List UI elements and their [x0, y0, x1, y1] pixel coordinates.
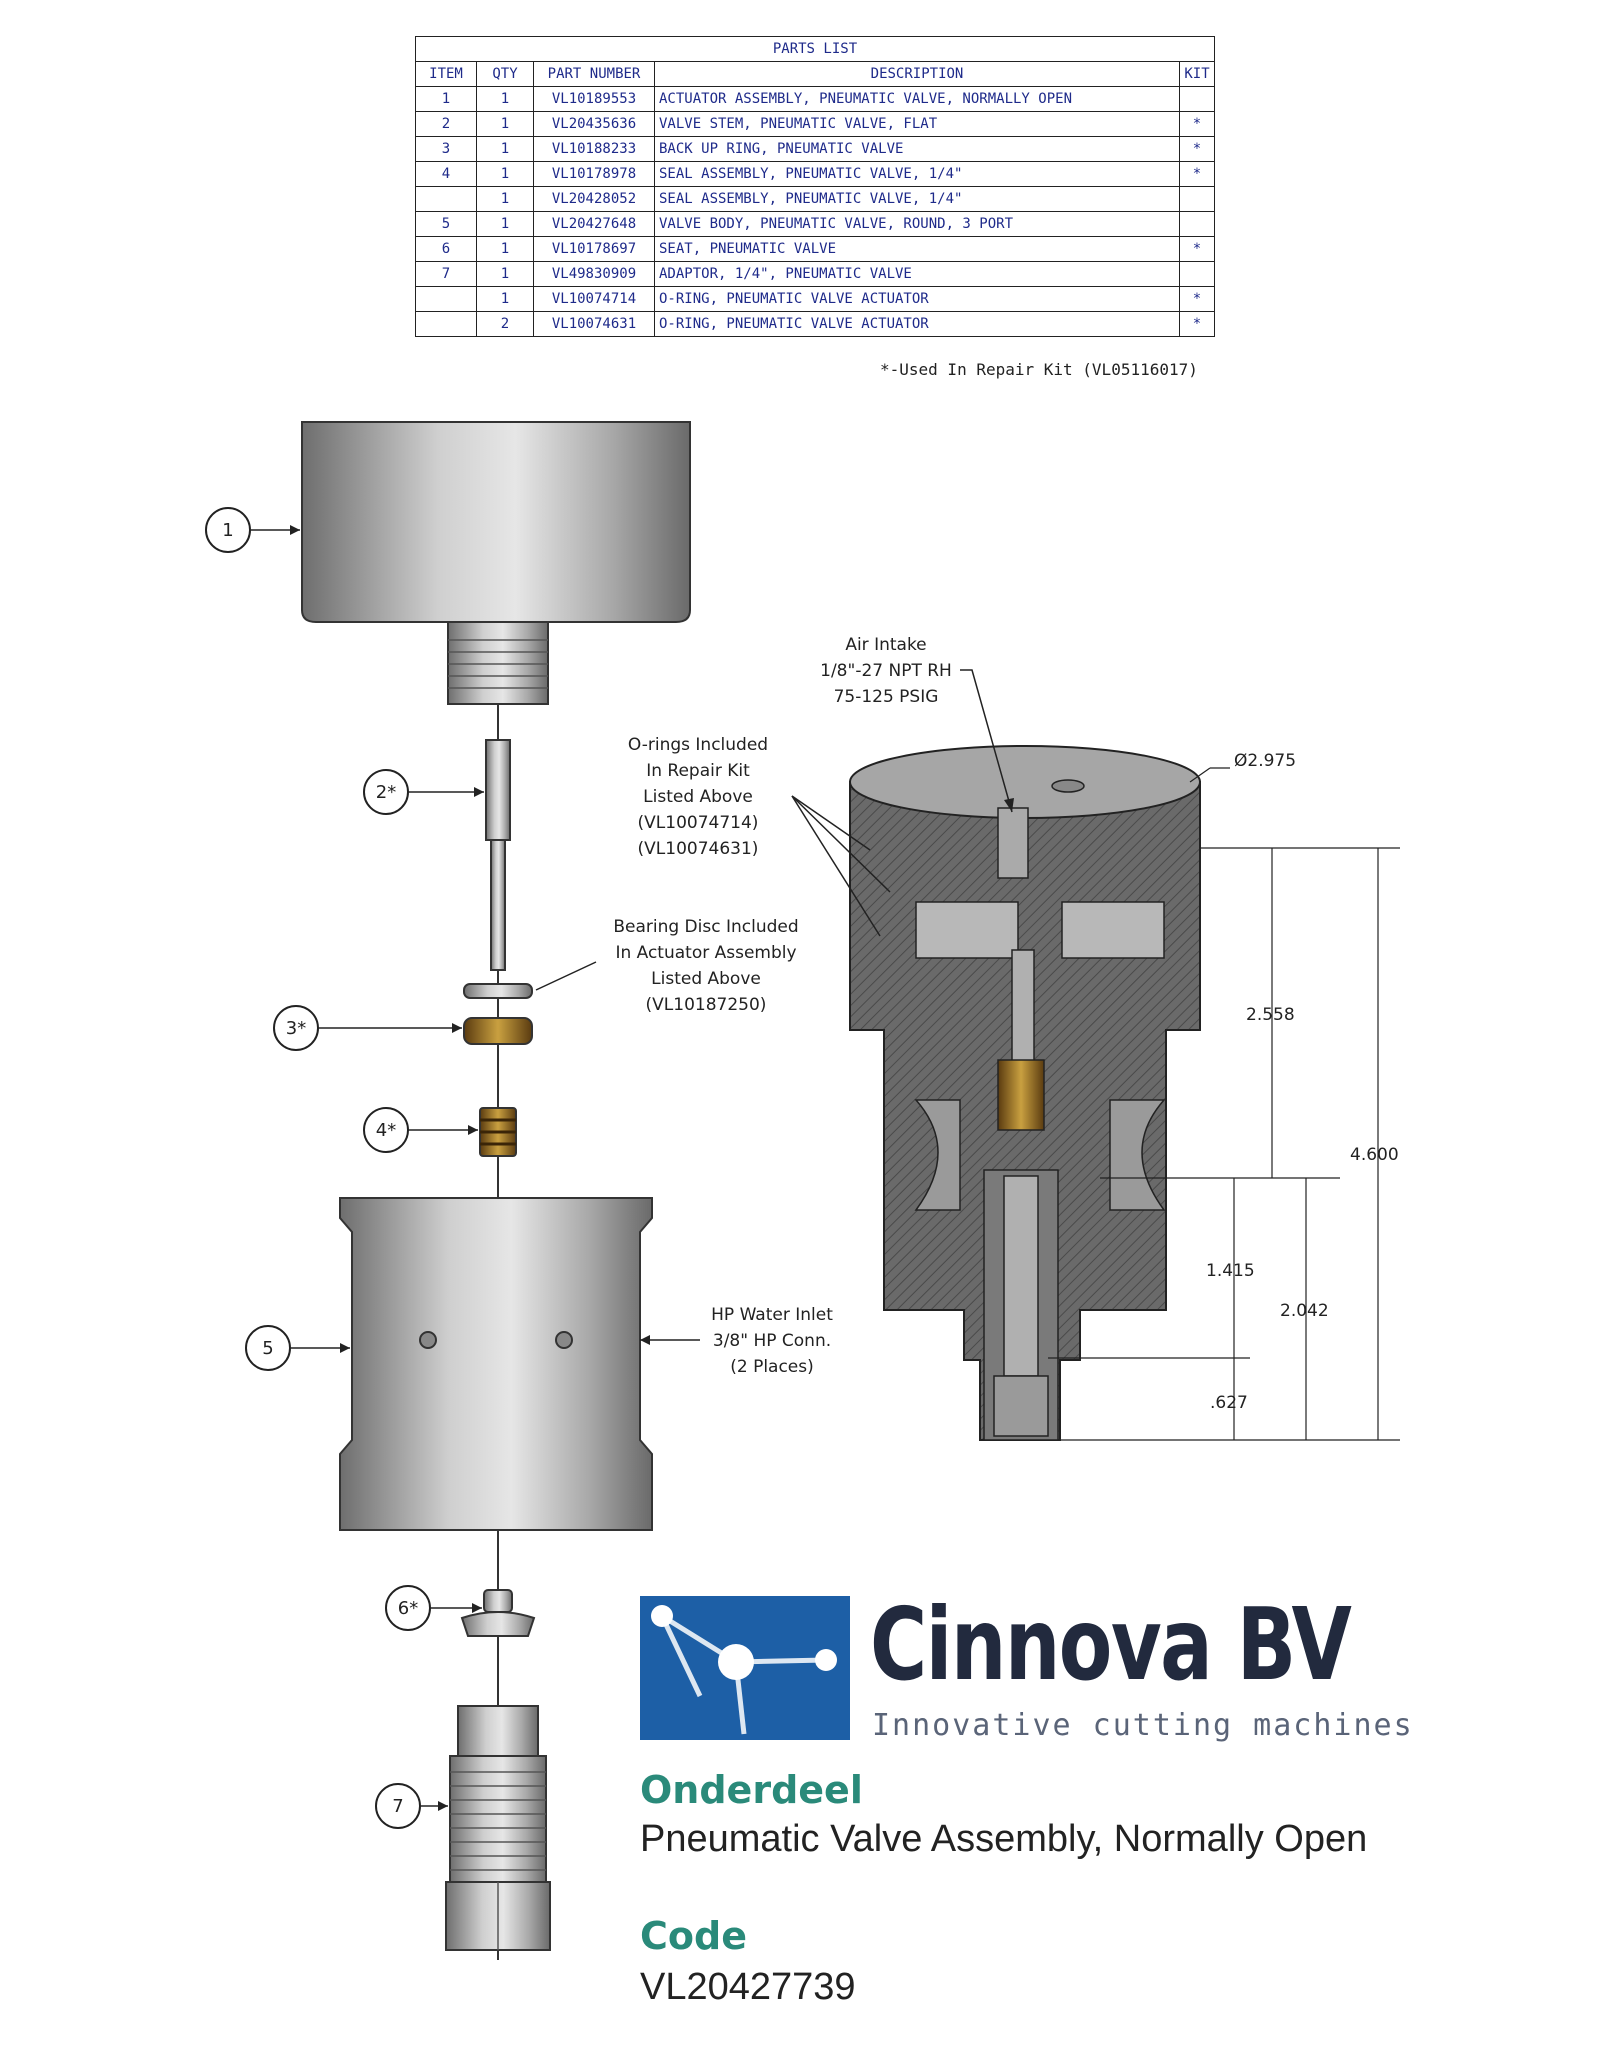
parts-list-cell-item	[415, 311, 477, 337]
balloon-7-label: 7	[392, 1796, 403, 1817]
parts-list-cell-part: VL10074631	[533, 311, 655, 337]
balloon-5-label: 5	[262, 1338, 273, 1359]
parts-list-cell-item: 4	[415, 161, 477, 187]
balloon-5: 5	[245, 1325, 350, 1371]
hp-water-line-1: HP Water Inlet	[711, 1305, 833, 1325]
o-rings-line-1: O-rings Included	[628, 735, 768, 755]
code-value: VL20427739	[640, 1966, 856, 2008]
callout-bearing-disc: Bearing Disc Included In Actuator Assemb…	[535, 917, 799, 1015]
dim-4600: 4.600	[1350, 1145, 1399, 1165]
bearing-disc-line-4: (VL10187250)	[646, 995, 767, 1015]
part-seal-assembly	[479, 1107, 517, 1157]
air-intake-line-1: Air Intake	[845, 635, 926, 655]
o-rings-line-2: In Repair Kit	[646, 761, 750, 781]
part-back-up-ring	[463, 983, 533, 1045]
o-rings-line-5: (VL10074631)	[638, 839, 759, 859]
dim-diameter: Ø2.975	[1234, 751, 1296, 771]
parts-list-cell-part: VL10188233	[533, 136, 655, 162]
parts-list-cell-part: VL10074714	[533, 286, 655, 312]
dim-627: .627	[1210, 1393, 1248, 1413]
cinnova-logo: Cinnova BV Innovative cutting machines	[640, 1586, 1412, 1750]
o-rings-line-3: Listed Above	[643, 787, 753, 807]
parts-list-cell-kit: *	[1179, 136, 1215, 162]
balloon-6-label: 6*	[398, 1598, 418, 1619]
bearing-disc-line-1: Bearing Disc Included	[613, 917, 798, 937]
air-intake-line-3: 75-125 PSIG	[834, 687, 939, 707]
parts-list-cell-part: VL49830909	[533, 261, 655, 287]
header-description: DESCRIPTION	[654, 61, 1180, 87]
parts-list-title: PARTS LIST	[415, 36, 1215, 62]
parts-list-table: PARTS LIST ITEM QTY PART NUMBER DESCRIPT…	[415, 36, 1215, 337]
part-valve-stem	[485, 739, 511, 971]
balloon-3-label: 3*	[286, 1018, 306, 1039]
bearing-disc-line-3: Listed Above	[651, 969, 761, 989]
callout-o-rings: O-rings Included In Repair Kit Listed Ab…	[628, 735, 891, 937]
cross-section-view	[849, 745, 1201, 1441]
repair-kit-note: *-Used In Repair Kit (VL05116017)	[880, 360, 1198, 379]
bearing-disc-line-2: In Actuator Assembly	[615, 943, 796, 963]
header-qty: QTY	[476, 61, 534, 87]
parts-list-cell-kit: *	[1179, 311, 1215, 337]
part-seat	[460, 1589, 536, 1637]
callout-air-intake: Air Intake 1/8"-27 NPT RH 75-125 PSIG	[820, 635, 1014, 813]
header-kit: KIT	[1179, 61, 1215, 87]
parts-list-cell-qty: 1	[476, 86, 534, 112]
balloon-4-label: 4*	[376, 1120, 396, 1141]
logo-linkage-icon	[651, 1605, 837, 1735]
parts-list-cell-desc: VALVE STEM, PNEUMATIC VALVE, FLAT	[654, 111, 1180, 137]
parts-list-cell-qty: 2	[476, 311, 534, 337]
part-adaptor	[445, 1705, 551, 1951]
parts-list-cell-item: 3	[415, 136, 477, 162]
code-heading: Code	[640, 1914, 747, 1958]
parts-list-cell-item: 6	[415, 236, 477, 262]
parts-list-cell-kit: *	[1179, 236, 1215, 262]
part-heading: Onderdeel	[640, 1768, 863, 1812]
air-intake-line-2: 1/8"-27 NPT RH	[820, 661, 952, 681]
parts-list-cell-qty: 1	[476, 261, 534, 287]
parts-list-cell-qty: 1	[476, 161, 534, 187]
brand-name: Cinnova BV	[870, 1586, 1352, 1703]
parts-list-cell-part: VL10189553	[533, 86, 655, 112]
hp-water-line-2: 3/8" HP Conn.	[713, 1331, 831, 1351]
dimension-lines	[1048, 767, 1400, 1441]
parts-list-cell-desc: O-RING, PNEUMATIC VALVE ACTUATOR	[654, 311, 1180, 337]
parts-list-cell-desc: BACK UP RING, PNEUMATIC VALVE	[654, 136, 1180, 162]
dim-2558: 2.558	[1246, 1005, 1295, 1025]
dim-1415: 1.415	[1206, 1261, 1255, 1281]
parts-list-cell-desc: SEAT, PNEUMATIC VALVE	[654, 236, 1180, 262]
callout-hp-water-inlet: HP Water Inlet 3/8" HP Conn. (2 Places)	[640, 1305, 833, 1377]
balloon-6: 6*	[385, 1585, 482, 1631]
parts-list-cell-item: 1	[415, 86, 477, 112]
header-item: ITEM	[415, 61, 477, 87]
hp-water-line-3: (2 Places)	[730, 1357, 814, 1377]
brand-tagline: Innovative cutting machines	[872, 1708, 1414, 1743]
dim-2042: 2.042	[1280, 1301, 1329, 1321]
balloon-1-label: 1	[222, 520, 233, 541]
o-rings-line-4: (VL10074714)	[638, 813, 759, 833]
balloon-2: 2*	[363, 769, 484, 815]
parts-list-cell-desc: ACTUATOR ASSEMBLY, PNEUMATIC VALVE, NORM…	[654, 86, 1180, 112]
balloon-1: 1	[205, 507, 300, 553]
parts-list-cell-kit: *	[1179, 161, 1215, 187]
part-valve-body	[339, 1197, 653, 1531]
part-name: Pneumatic Valve Assembly, Normally Open	[640, 1818, 1368, 1860]
logo-mark	[640, 1596, 850, 1740]
balloon-2-label: 2*	[376, 782, 396, 803]
part-actuator-assembly	[301, 421, 691, 705]
parts-list-cell-part: VL10178697	[533, 236, 655, 262]
balloon-7: 7	[375, 1783, 448, 1829]
balloon-4: 4*	[363, 1107, 478, 1153]
balloon-3: 3*	[273, 1005, 462, 1051]
